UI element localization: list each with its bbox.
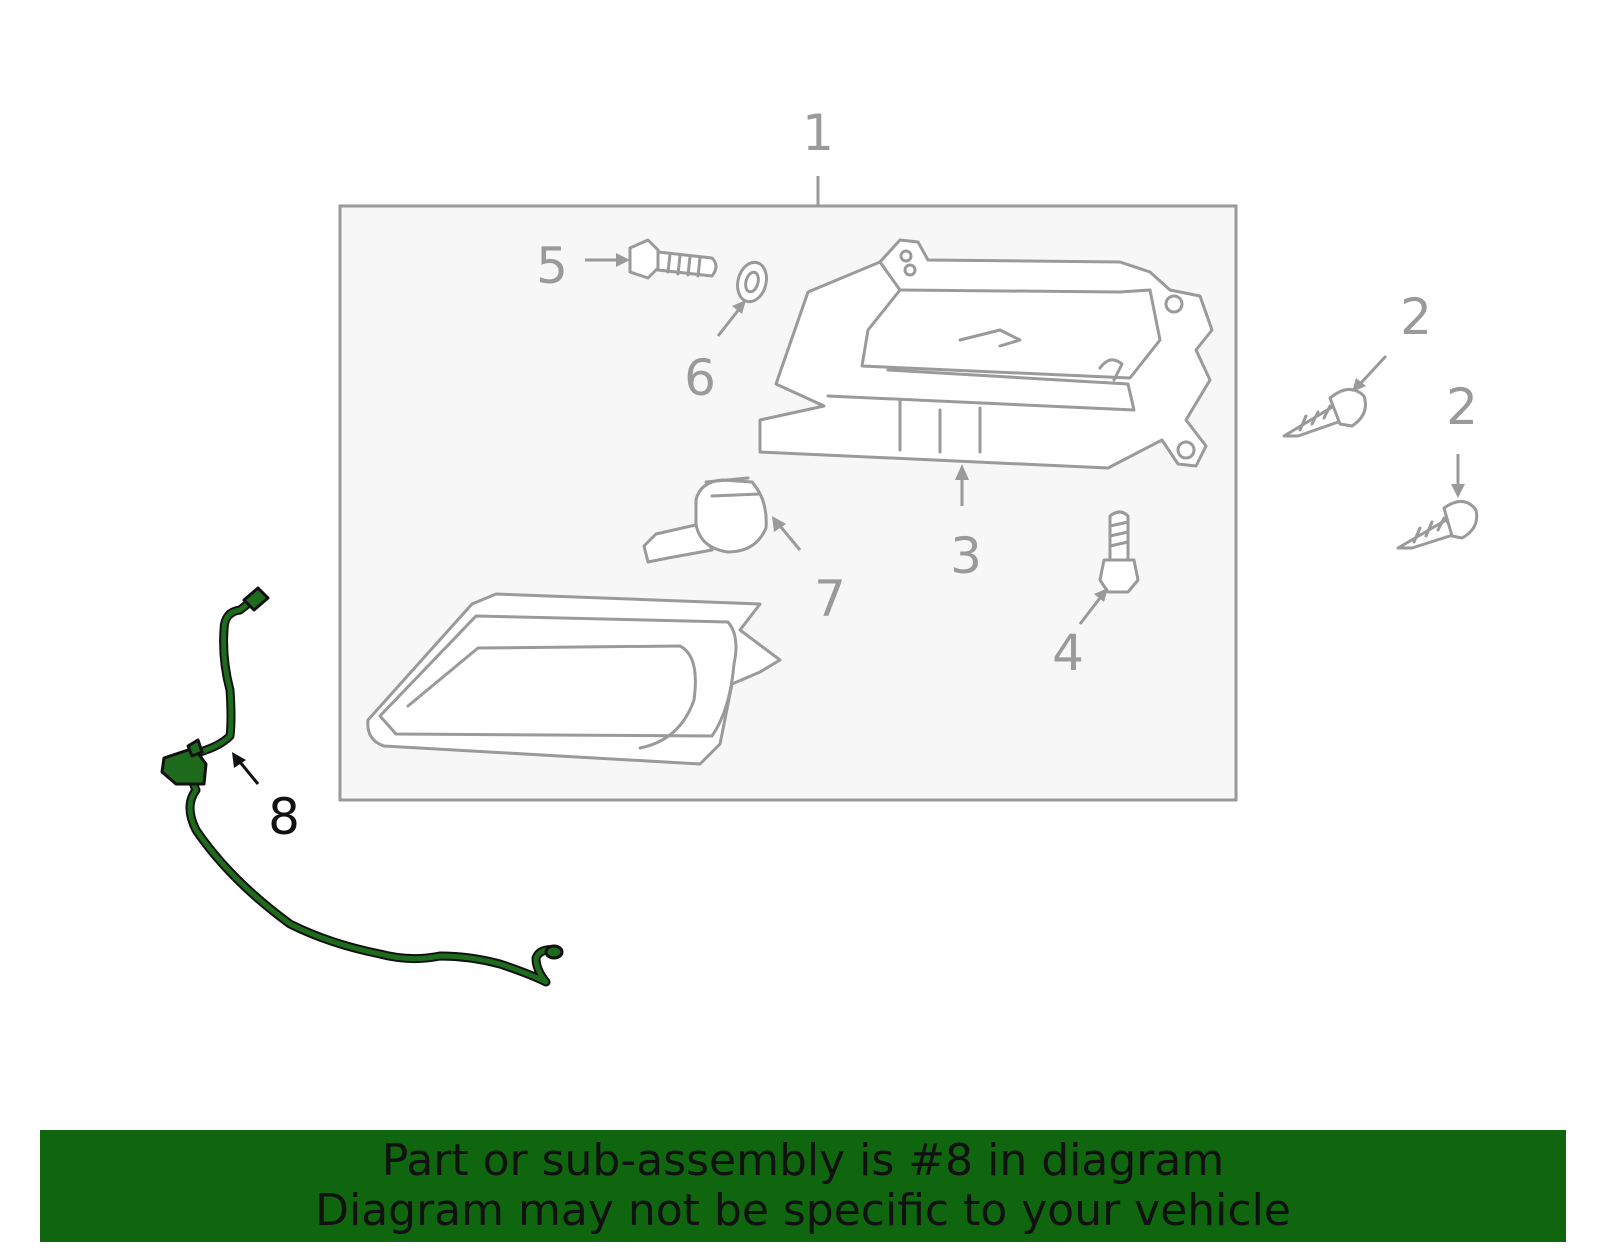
callout-3[interactable]: 3 [950, 527, 982, 585]
arrow-6 [732, 300, 746, 314]
part-4-screw[interactable] [1098, 510, 1140, 594]
headlamp-lens[interactable] [366, 592, 782, 766]
banner-line-2: Diagram may not be specific to your vehi… [315, 1185, 1291, 1236]
info-banner: Part or sub-assembly is #8 in diagram Di… [40, 1130, 1566, 1242]
leader-4 [1078, 597, 1102, 625]
arrow-5 [616, 253, 630, 267]
part-7-bulb[interactable] [642, 476, 768, 564]
callout-5[interactable]: 5 [536, 237, 568, 295]
leader-7 [778, 525, 802, 551]
arrow-2a [1352, 378, 1366, 392]
arrow-8 [232, 752, 246, 768]
part-8-wiring-harness[interactable] [160, 586, 564, 987]
leader-2a [1358, 354, 1388, 386]
callout-6[interactable]: 6 [684, 349, 716, 407]
callout-1[interactable]: 1 [802, 104, 834, 162]
part-2-screw-a[interactable] [1282, 388, 1367, 438]
part-3-bracket[interactable] [758, 238, 1214, 470]
part-5-bolt[interactable] [628, 238, 718, 280]
leader-8 [238, 761, 260, 785]
arrow-2b [1451, 484, 1465, 498]
callout-2b[interactable]: 2 [1446, 378, 1478, 436]
arrow-4 [1094, 588, 1108, 602]
callout-8[interactable]: 8 [268, 788, 300, 846]
callout-2a[interactable]: 2 [1400, 288, 1432, 346]
part-6-washer[interactable] [733, 259, 770, 305]
part-2-screw-b[interactable] [1396, 500, 1479, 550]
callout-4[interactable]: 4 [1052, 624, 1084, 682]
leader-6 [716, 307, 742, 337]
callout-7[interactable]: 7 [814, 570, 846, 628]
banner-line-1: Part or sub-assembly is #8 in diagram [381, 1135, 1225, 1186]
arrow-3 [955, 464, 969, 480]
arrow-7 [772, 516, 786, 532]
